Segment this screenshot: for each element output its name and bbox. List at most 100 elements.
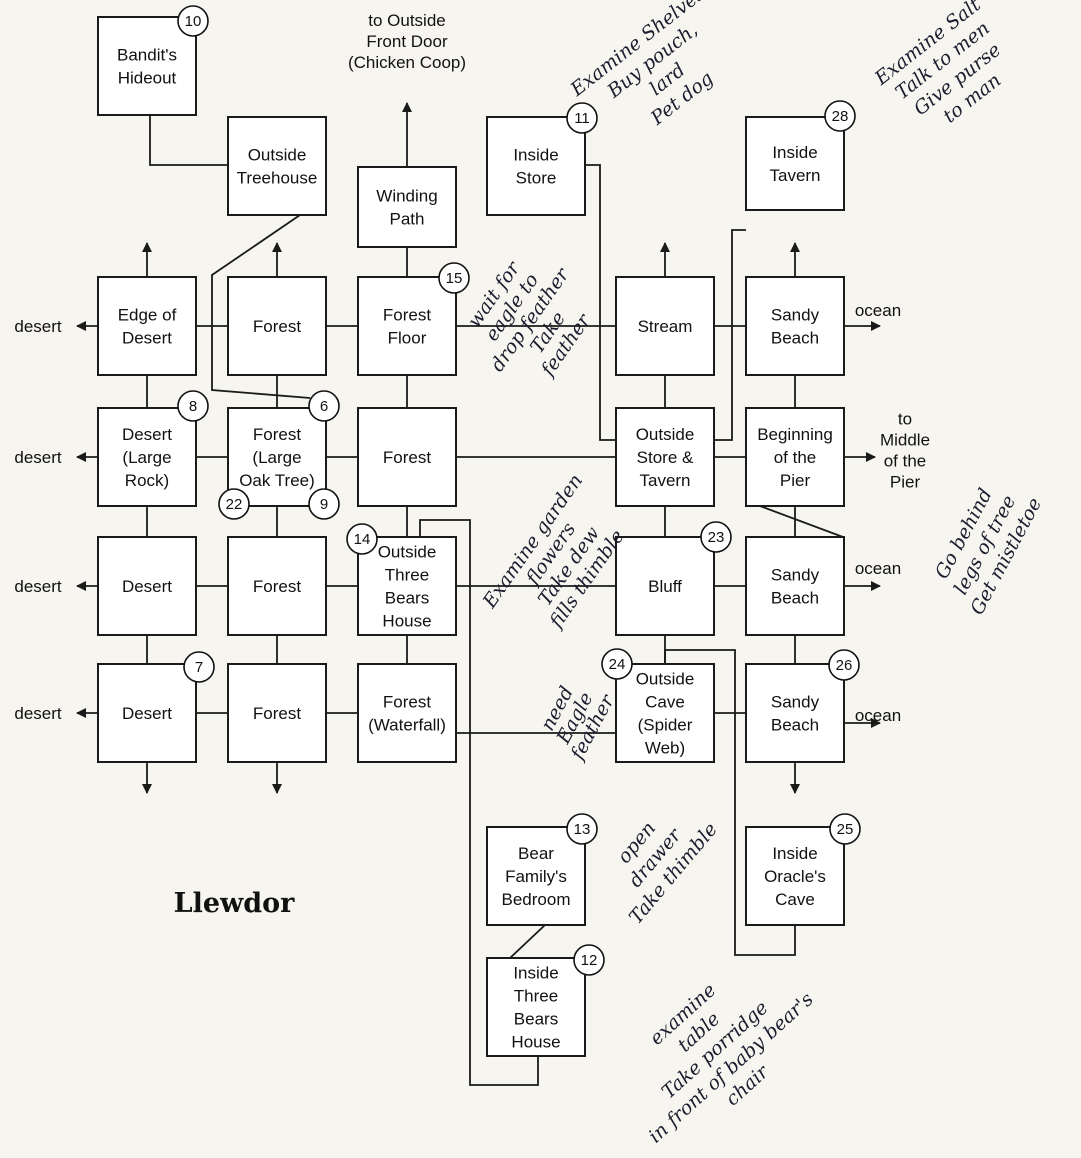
svg-text:10: 10 (185, 13, 202, 30)
location-number-badge: 13 (566, 813, 598, 845)
room-label: Forest (253, 317, 301, 336)
room-label: Forest (253, 577, 301, 596)
location-number-badge: 12 (573, 944, 605, 976)
exit-labels-layer: desertdesertdesertdesertoceanoceanoceant… (14, 11, 930, 725)
location-number-badge: 6 (308, 390, 340, 422)
path-connector (714, 229, 746, 441)
svg-text:13: 13 (574, 821, 591, 838)
path-connector (759, 505, 844, 538)
exit-label-ocean-2: ocean (855, 559, 901, 578)
location-number-badge: 10 (177, 5, 209, 37)
location-number-badge: 26 (828, 649, 860, 681)
exit-label-desert-2: desert (14, 448, 62, 467)
svg-text:25: 25 (837, 821, 854, 838)
svg-text:24: 24 (609, 656, 626, 673)
svg-text:6: 6 (320, 398, 328, 415)
room-forest-waterfall: Forest(Waterfall) (357, 663, 457, 763)
location-number-badge: 9 (308, 488, 340, 520)
path-connector (664, 649, 796, 956)
map-title: Llewdor (174, 888, 296, 919)
location-number-badge: 8 (177, 390, 209, 422)
room-label: Forest (253, 704, 301, 723)
location-number-badge: 22 (218, 488, 250, 520)
note-text: Examine ShelvesBuy pouch,lardPet dog (566, 0, 754, 158)
room-desert-r3: Desert (97, 536, 197, 636)
exit-label-desert-1: desert (14, 317, 62, 336)
path-connector (509, 924, 546, 959)
path-connector (149, 115, 228, 166)
handwritten-note-cave: needEaglefeather (537, 683, 620, 765)
room-forest-r4: Forest (227, 663, 327, 763)
room-forest-r3: Forest (227, 536, 327, 636)
location-number-badge: 7 (183, 651, 215, 683)
note-text: Go behindlegs of treeGet mistletoe (924, 472, 1046, 619)
svg-text:22: 22 (226, 496, 243, 513)
room-label: Forest(Waterfall) (368, 693, 446, 735)
handwritten-note-pier: Go behindlegs of treeGet mistletoe (924, 472, 1046, 619)
svg-text:23: 23 (708, 529, 725, 546)
room-stream: Stream (615, 276, 715, 376)
location-number-badge: 28 (824, 100, 856, 132)
room-forest-r2: Forest (357, 407, 457, 507)
handwritten-note-tavern: Examine SaltTalk to menGive purseto man (870, 0, 1029, 147)
note-text: opendrawerTake thimble (588, 788, 722, 929)
location-number-badge: 25 (829, 813, 861, 845)
room-label: Bluff (648, 577, 682, 596)
exit-label-desert-4: desert (14, 704, 62, 723)
room-bluff: Bluff (615, 536, 715, 636)
path-connector (585, 164, 616, 441)
room-label: Desert (122, 577, 172, 596)
svg-text:8: 8 (189, 398, 197, 415)
location-number-badge: 15 (438, 262, 470, 294)
svg-text:12: 12 (581, 952, 598, 969)
svg-text:9: 9 (320, 496, 328, 513)
room-label: Desert (122, 704, 172, 723)
location-number-badge: 24 (601, 648, 633, 680)
handwritten-note-forest-floor: wait foreagle todrop featherTakefeather (450, 237, 610, 401)
location-number-badge: 23 (700, 521, 732, 553)
exit-label-ocean-1: ocean (855, 301, 901, 320)
svg-text:7: 7 (195, 659, 203, 676)
svg-text:26: 26 (836, 657, 853, 674)
note-text: wait foreagle todrop featherTakefeather (450, 237, 610, 401)
room-forest-r1: Forest (227, 276, 327, 376)
exit-label-desert-3: desert (14, 577, 62, 596)
handwritten-note-store: Examine ShelvesBuy pouch,lardPet dog (566, 0, 754, 158)
svg-text:11: 11 (574, 110, 590, 127)
note-text: Examine SaltTalk to menGive purseto man (870, 0, 1029, 147)
room-label: Forest (383, 448, 431, 467)
